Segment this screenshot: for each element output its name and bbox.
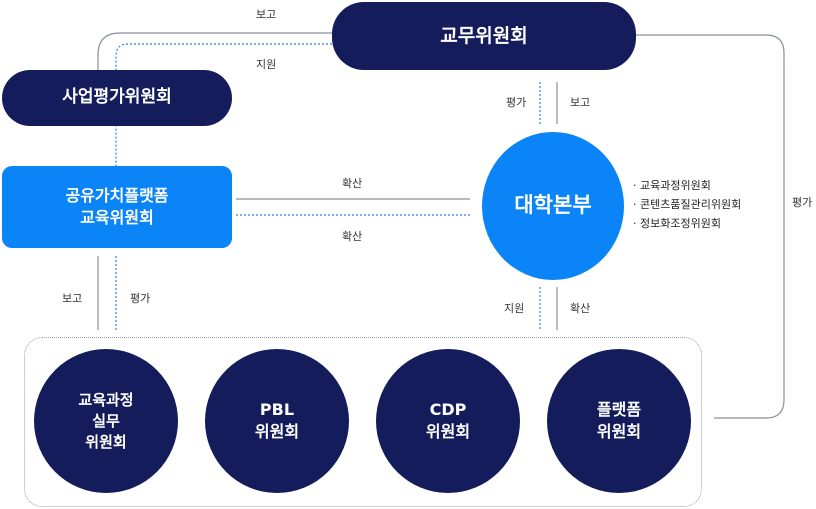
node-academic-affairs: 교무위원회 xyxy=(332,2,636,70)
node-business-eval-label: 사업평가위원회 xyxy=(62,87,172,108)
hq-subcommittee-item: 교육과정위원회 xyxy=(633,176,741,195)
node-pbl-label: PBL 위원회 xyxy=(254,399,300,441)
node-headquarters-label: 대학본부 xyxy=(514,193,592,218)
connector-report-top xyxy=(97,32,332,70)
node-pbl: PBL 위원회 xyxy=(205,349,349,493)
label-hq-eval: 평가 xyxy=(506,96,527,109)
node-platform: 플랫폼 위원회 xyxy=(547,349,691,493)
node-business-eval: 사업평가위원회 xyxy=(2,70,232,126)
committee-group-box xyxy=(24,337,702,507)
label-left-report: 보고 xyxy=(62,292,83,305)
label-bottom-support: 지원 xyxy=(504,302,525,315)
hq-subcommittee-list: 교육과정위원회 콘텐츠품질관리위원회 정보화조정위원회 xyxy=(633,176,741,233)
label-top-support: 지원 xyxy=(256,58,277,71)
hq-subcommittee-item: 콘텐츠품질관리위원회 xyxy=(633,195,741,214)
node-curriculum-practice-label: 교육과정 실무 위원회 xyxy=(78,390,134,451)
connector-right-eval xyxy=(636,34,785,419)
label-right-eval: 평가 xyxy=(792,196,813,209)
hq-subcommittee-item: 정보화조정위원회 xyxy=(633,214,741,233)
label-top-report: 보고 xyxy=(256,8,277,21)
node-cdp: CDP 위원회 xyxy=(376,349,520,493)
node-headquarters: 대학본부 xyxy=(482,132,624,280)
label-spread-bottom: 확산 xyxy=(342,230,363,243)
node-academic-affairs-label: 교무위원회 xyxy=(440,24,528,47)
node-public-value: 공유가치플랫폼 교육위원회 xyxy=(2,166,232,248)
node-cdp-label: CDP 위원회 xyxy=(425,399,471,441)
label-bottom-spread: 확산 xyxy=(570,302,591,315)
node-public-value-label: 공유가치플랫폼 교육위원회 xyxy=(65,185,169,227)
label-left-eval: 평가 xyxy=(130,292,151,305)
label-hq-report: 보고 xyxy=(570,96,591,109)
node-curriculum-practice: 교육과정 실무 위원회 xyxy=(34,349,178,493)
node-platform-label: 플랫폼 위원회 xyxy=(596,399,642,441)
label-spread-top: 확산 xyxy=(342,177,363,190)
connector-support-top xyxy=(115,43,332,168)
